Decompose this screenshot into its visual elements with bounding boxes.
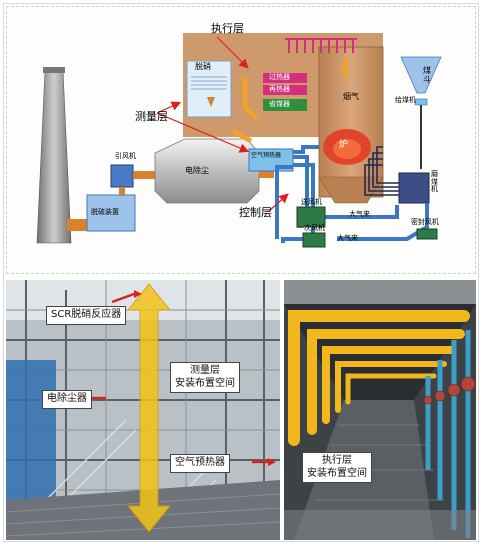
photo-actuator-corridor: 执行层 安装布置空间 [284, 280, 476, 540]
callout-dust-collector: 电除尘器 [42, 390, 92, 409]
chimney [36, 70, 72, 244]
measure-layer-arrow-1 [156, 101, 182, 114]
coal-feeder [414, 98, 428, 106]
photo-scr-structure: SCR脱硝反应器 电除尘器 测量层 安装布置空间 空气预热器 [6, 280, 280, 540]
superheater-block [263, 73, 307, 83]
coal-feeder-label: 给煤机 [395, 96, 416, 104]
process-diagram-svg [36, 33, 442, 248]
atmosphere-label-1: 大气来 [349, 210, 370, 218]
denitration-label: 脱硝 [195, 62, 211, 71]
callout-air-preheater: 空气预热器 [170, 454, 230, 473]
coal-mill-label: 磨 煤 机 [431, 170, 438, 194]
coal-hopper [400, 56, 442, 94]
flue-duct-chimney [67, 219, 91, 231]
callout-exec-space: 执行层 安装布置空间 [302, 452, 372, 483]
dust-collector-label: 电除尘 [185, 166, 209, 175]
desulfurization-unit [86, 194, 136, 232]
measure-layer-arrow-2 [156, 112, 250, 153]
economizer-label: 省煤器 [269, 100, 290, 108]
chimney-top [43, 67, 65, 73]
callout-measure-space: 测量层 安装布置空间 [170, 362, 240, 393]
callout-scr-reactor: SCR脱硝反应器 [46, 306, 127, 325]
control-layer-arrow [268, 193, 289, 212]
electrostatic-precipitator [154, 138, 260, 204]
induced-fan-label: 引风机 [115, 152, 136, 160]
sealing-air-fan [416, 228, 438, 240]
flue-gas-label: 烟气 [343, 92, 359, 101]
exec-layer-label: 执行层 [211, 22, 244, 35]
air-preheater-label: 空气预热器 [251, 152, 282, 159]
photo-right-drawing [284, 280, 476, 540]
desulfur-label: 脱硫装置 [91, 208, 119, 216]
superheater-label: 过热器 [269, 73, 290, 81]
forced-fan-label: 送风机 [301, 198, 322, 206]
primary-fan-label: 一次风机 [297, 224, 325, 232]
forced-draft-fan [296, 206, 326, 228]
boiler-process-diagram: 执行层 测量层 控制层 脱硝 过热器 再热器 省煤器 烟气 炉 煤 斗 给煤机 … [6, 6, 476, 274]
control-layer-label: 控制层 [239, 206, 272, 219]
atmosphere-label-2: 大气来 [337, 234, 358, 242]
measure-layer-label: 测量层 [135, 110, 168, 123]
exec-layer-arrow [216, 36, 249, 69]
sealing-fan-label: 密封风机 [411, 218, 439, 226]
induced-draft-fan [110, 164, 134, 188]
primary-air-fan [302, 232, 326, 248]
furnace-label: 炉 [339, 140, 349, 150]
economizer-block [263, 99, 307, 111]
reheater-block [263, 85, 307, 95]
coal-hopper-label: 煤 斗 [423, 66, 431, 84]
coal-mill [398, 172, 430, 204]
reheater-label: 再热器 [269, 85, 290, 93]
measure-space-double-arrow [126, 283, 172, 533]
